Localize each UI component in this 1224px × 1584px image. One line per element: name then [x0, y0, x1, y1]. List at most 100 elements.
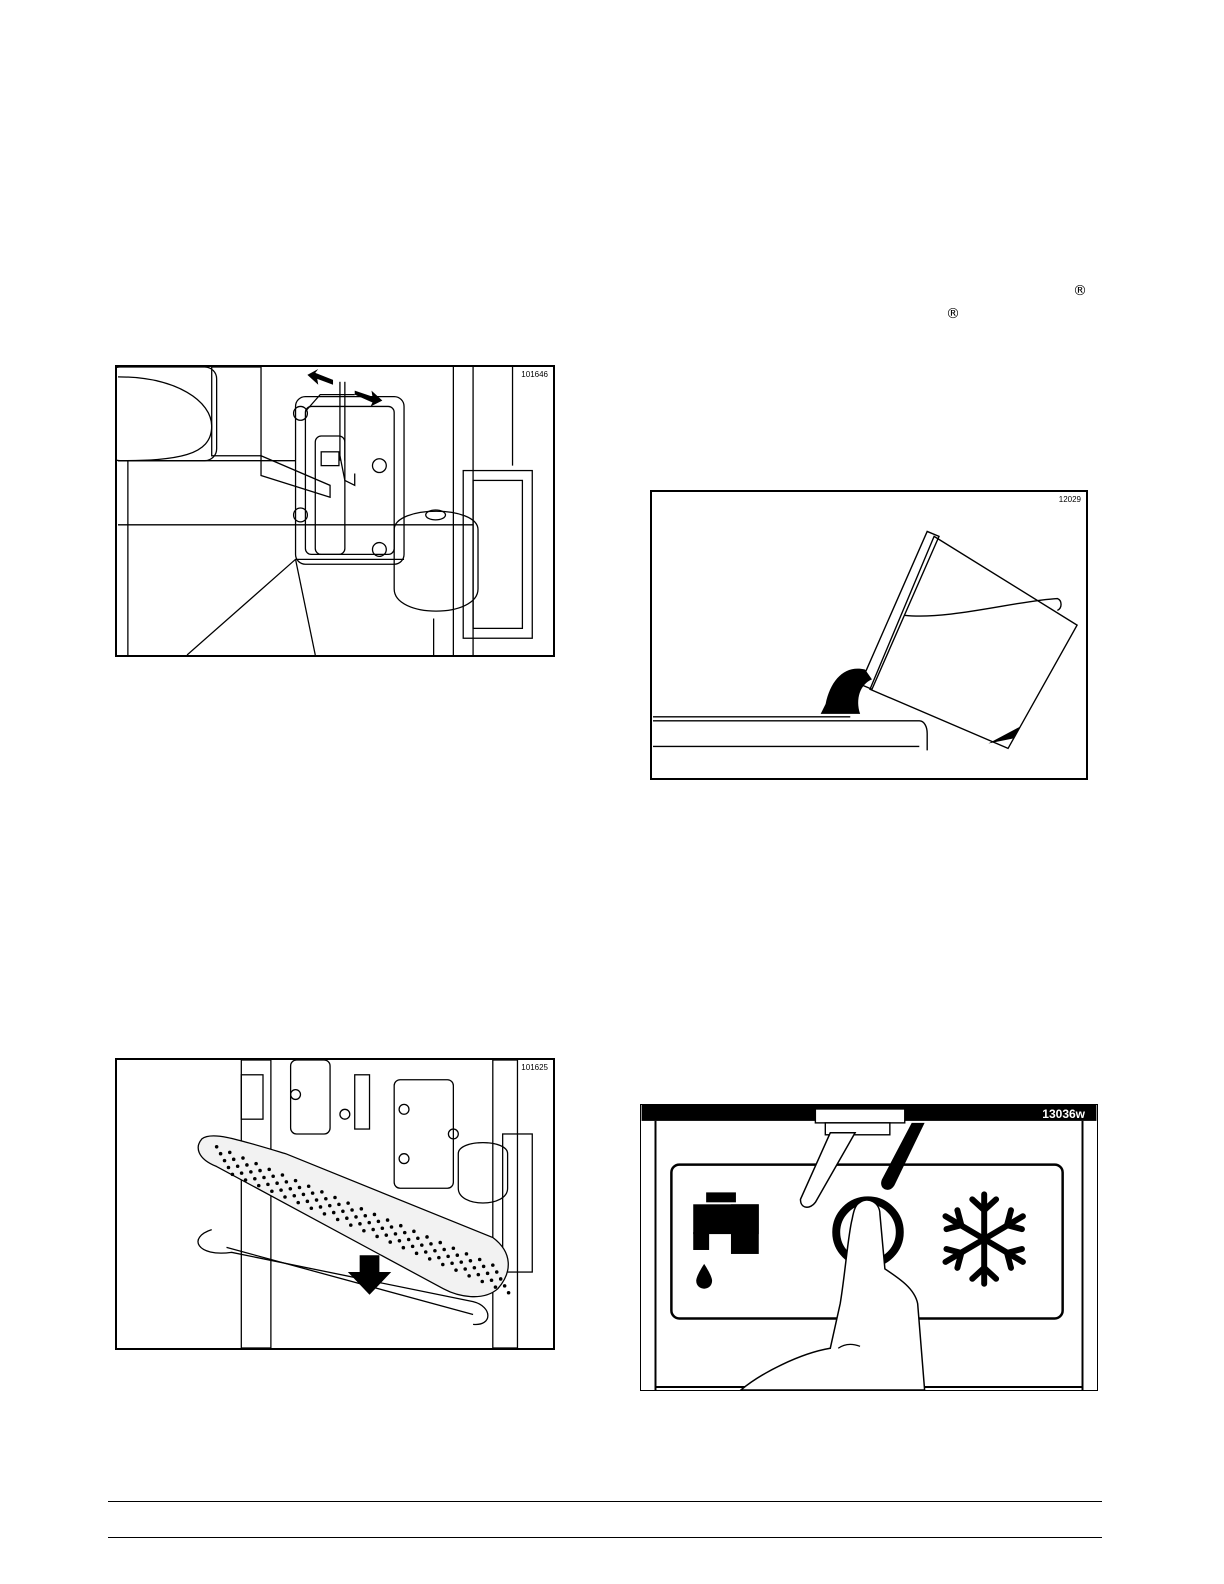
perforation-hole: [373, 1213, 377, 1217]
perforation-hole: [441, 1263, 445, 1267]
perforation-hole: [495, 1270, 499, 1274]
perforation-hole: [346, 1201, 350, 1205]
perforation-hole: [390, 1225, 394, 1229]
perforation-hole: [358, 1222, 362, 1226]
perforation-hole: [311, 1191, 315, 1195]
perforation-hole: [424, 1250, 428, 1254]
perforation-hole: [446, 1255, 450, 1259]
footer-rule-bottom: [108, 1537, 1102, 1538]
perforation-hole: [232, 1158, 236, 1162]
perforation-hole: [402, 1246, 406, 1250]
perforation-hole: [345, 1216, 349, 1220]
perforation-hole: [307, 1184, 311, 1188]
figure-control-panel: 13036w: [640, 1104, 1098, 1391]
perforation-hole: [362, 1229, 366, 1233]
perforation-hole: [324, 1197, 328, 1201]
perforation-hole: [258, 1169, 262, 1173]
perforation-hole: [477, 1273, 481, 1277]
perforation-hole: [381, 1226, 385, 1230]
figure-id-label: 101625: [521, 1063, 548, 1072]
perforation-hole: [499, 1277, 503, 1281]
perforation-hole: [281, 1173, 285, 1177]
perforation-hole: [416, 1236, 420, 1240]
perforation-hole: [228, 1151, 232, 1155]
perforation-hole: [469, 1259, 473, 1263]
perforation-hole: [367, 1221, 371, 1225]
registered-mark: ®: [946, 307, 960, 321]
perforation-hole: [494, 1285, 498, 1289]
perforation-hole: [503, 1284, 507, 1288]
perforation-hole: [302, 1193, 306, 1197]
perforation-hole: [328, 1204, 332, 1208]
perforation-hole: [215, 1145, 219, 1149]
perforation-hole: [486, 1272, 490, 1276]
perforation-hole: [267, 1168, 271, 1172]
pouring-bucket-illustration: [652, 492, 1086, 778]
perforation-hole: [219, 1152, 223, 1156]
perforation-hole: [244, 1178, 248, 1182]
perforation-hole: [442, 1248, 446, 1252]
perforation-hole: [459, 1260, 463, 1264]
perforation-hole: [271, 1175, 275, 1179]
perforation-hole: [411, 1245, 415, 1249]
perforation-hole: [456, 1253, 460, 1257]
perforation-hole: [315, 1198, 319, 1202]
perforation-hole: [480, 1280, 484, 1284]
perforation-hole: [412, 1230, 416, 1234]
perforation-hole: [298, 1186, 302, 1190]
perforation-hole: [478, 1258, 482, 1262]
perforation-hole: [350, 1208, 354, 1212]
figure-id-label: 13036w: [1042, 1107, 1085, 1121]
perforation-hole: [386, 1218, 390, 1222]
perforation-hole: [333, 1196, 337, 1200]
perforation-hole: [289, 1187, 293, 1191]
perforation-hole: [375, 1235, 379, 1239]
perforation-hole: [240, 1171, 244, 1175]
perforation-hole: [398, 1239, 402, 1243]
perforation-hole: [360, 1207, 364, 1211]
figure-valve-assembly: 101646: [115, 365, 555, 657]
perforation-hole: [245, 1163, 249, 1167]
perforation-hole: [428, 1257, 432, 1261]
perforation-hole: [296, 1201, 300, 1205]
perforation-hole: [371, 1228, 375, 1232]
control-panel-illustration: [641, 1105, 1097, 1390]
perforation-hole: [463, 1267, 467, 1271]
perforation-hole: [319, 1205, 323, 1209]
perforation-hole: [425, 1235, 429, 1239]
perforation-hole: [385, 1233, 389, 1237]
perforation-hole: [403, 1231, 407, 1235]
perforation-hole: [341, 1210, 345, 1214]
perforation-hole: [349, 1223, 353, 1227]
perforation-hole: [223, 1159, 227, 1163]
perforation-hole: [292, 1194, 296, 1198]
perforation-hole: [266, 1183, 270, 1187]
perforation-hole: [285, 1180, 289, 1184]
perforation-hole: [283, 1195, 287, 1199]
perforation-hole: [337, 1203, 341, 1207]
perforation-hole: [388, 1240, 392, 1244]
perforation-hole: [275, 1181, 279, 1185]
perforation-hole: [482, 1265, 486, 1269]
perforation-hole: [310, 1206, 314, 1210]
perforation-hole: [490, 1278, 494, 1282]
perforation-hole: [429, 1242, 433, 1246]
perforation-hole: [433, 1249, 437, 1253]
perforation-hole: [320, 1190, 324, 1194]
drip-tray-illustration: [117, 1060, 553, 1348]
perforation-hole: [467, 1274, 471, 1278]
perforation-hole: [270, 1190, 274, 1194]
figure-id-label: 12029: [1059, 495, 1081, 504]
perforation-hole: [454, 1268, 458, 1272]
perforation-hole: [323, 1212, 327, 1216]
perforation-hole: [415, 1252, 419, 1256]
perforation-hole: [437, 1256, 441, 1260]
perforation-hole: [452, 1247, 456, 1251]
perforation-hole: [465, 1252, 469, 1256]
perforation-hole: [336, 1218, 340, 1222]
perforation-hole: [249, 1170, 253, 1174]
perforation-hole: [332, 1211, 336, 1215]
perforation-hole: [394, 1232, 398, 1236]
figure-id-label: 101646: [521, 370, 548, 379]
perforation-hole: [306, 1200, 310, 1204]
